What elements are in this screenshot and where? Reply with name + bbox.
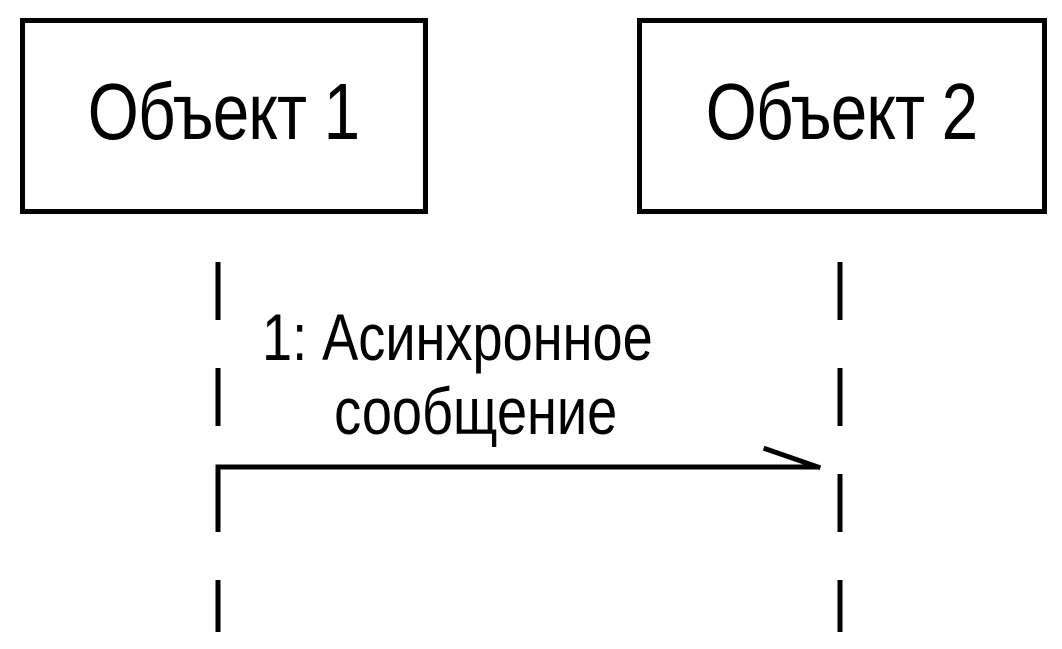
message-label-line-1: 1: Асинхронное xyxy=(262,300,653,374)
object-2-label: Объект 2 xyxy=(706,67,978,156)
object-1-label: Объект 1 xyxy=(88,67,360,156)
object-1-box: Объект 1 xyxy=(20,18,428,214)
message-label: 1: Асинхронное сообщение xyxy=(262,300,653,448)
message-label-line-2: сообщение xyxy=(334,374,618,448)
async-message-arrow xyxy=(215,464,818,520)
async-arrowhead xyxy=(762,445,822,471)
object-2-box: Объект 2 xyxy=(637,18,1047,214)
